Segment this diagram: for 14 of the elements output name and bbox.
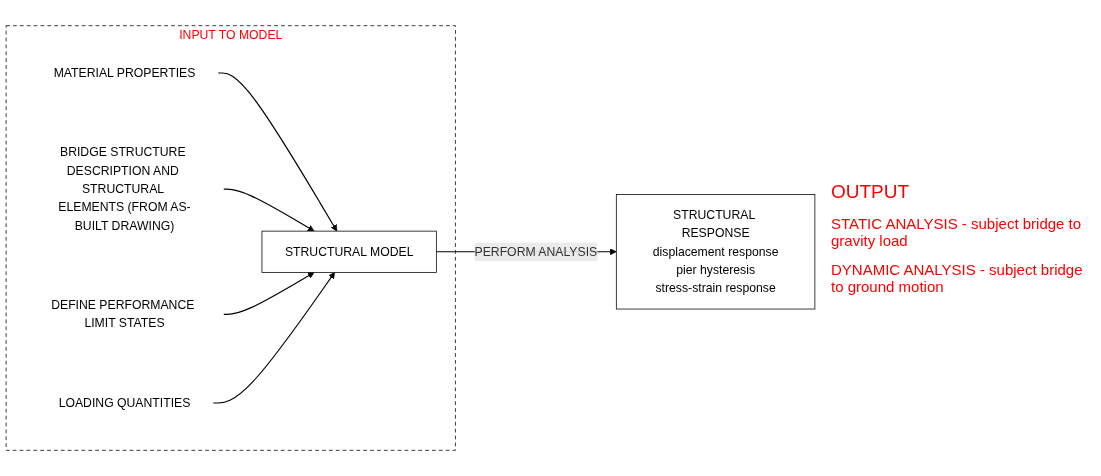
node-text: DEFINE PERFORMANCE LIMIT STATES [51, 298, 195, 330]
section-heading: OUTPUT [831, 181, 911, 203]
node-text: MATERIAL PROPERTIES [53, 66, 196, 80]
node-box: STRUCTURAL RESPONSE displacement response pier hysteresis stress-strain response [615, 194, 816, 310]
arrow [217, 72, 338, 232]
arrow [223, 188, 315, 232]
analysis-note: STATIC ANALYSIS - subject bridge to gravity load [831, 215, 1083, 249]
edge-label: PERFORM ANALYSIS [474, 244, 598, 258]
arrow [223, 272, 315, 315]
node-box: STRUCTURAL MODEL [261, 230, 437, 273]
arrow [212, 272, 335, 404]
node-text: LOADING QUANTITIES [58, 396, 191, 410]
analysis-note: DYNAMIC ANALYSIS - subject bridge to ground motion [831, 261, 1084, 295]
node-text: BRIDGE STRUCTURE DESCRIPTION AND STRUCTURAL ELEMENTS (FROM AS-BUILT DRAWING) [58, 145, 191, 232]
